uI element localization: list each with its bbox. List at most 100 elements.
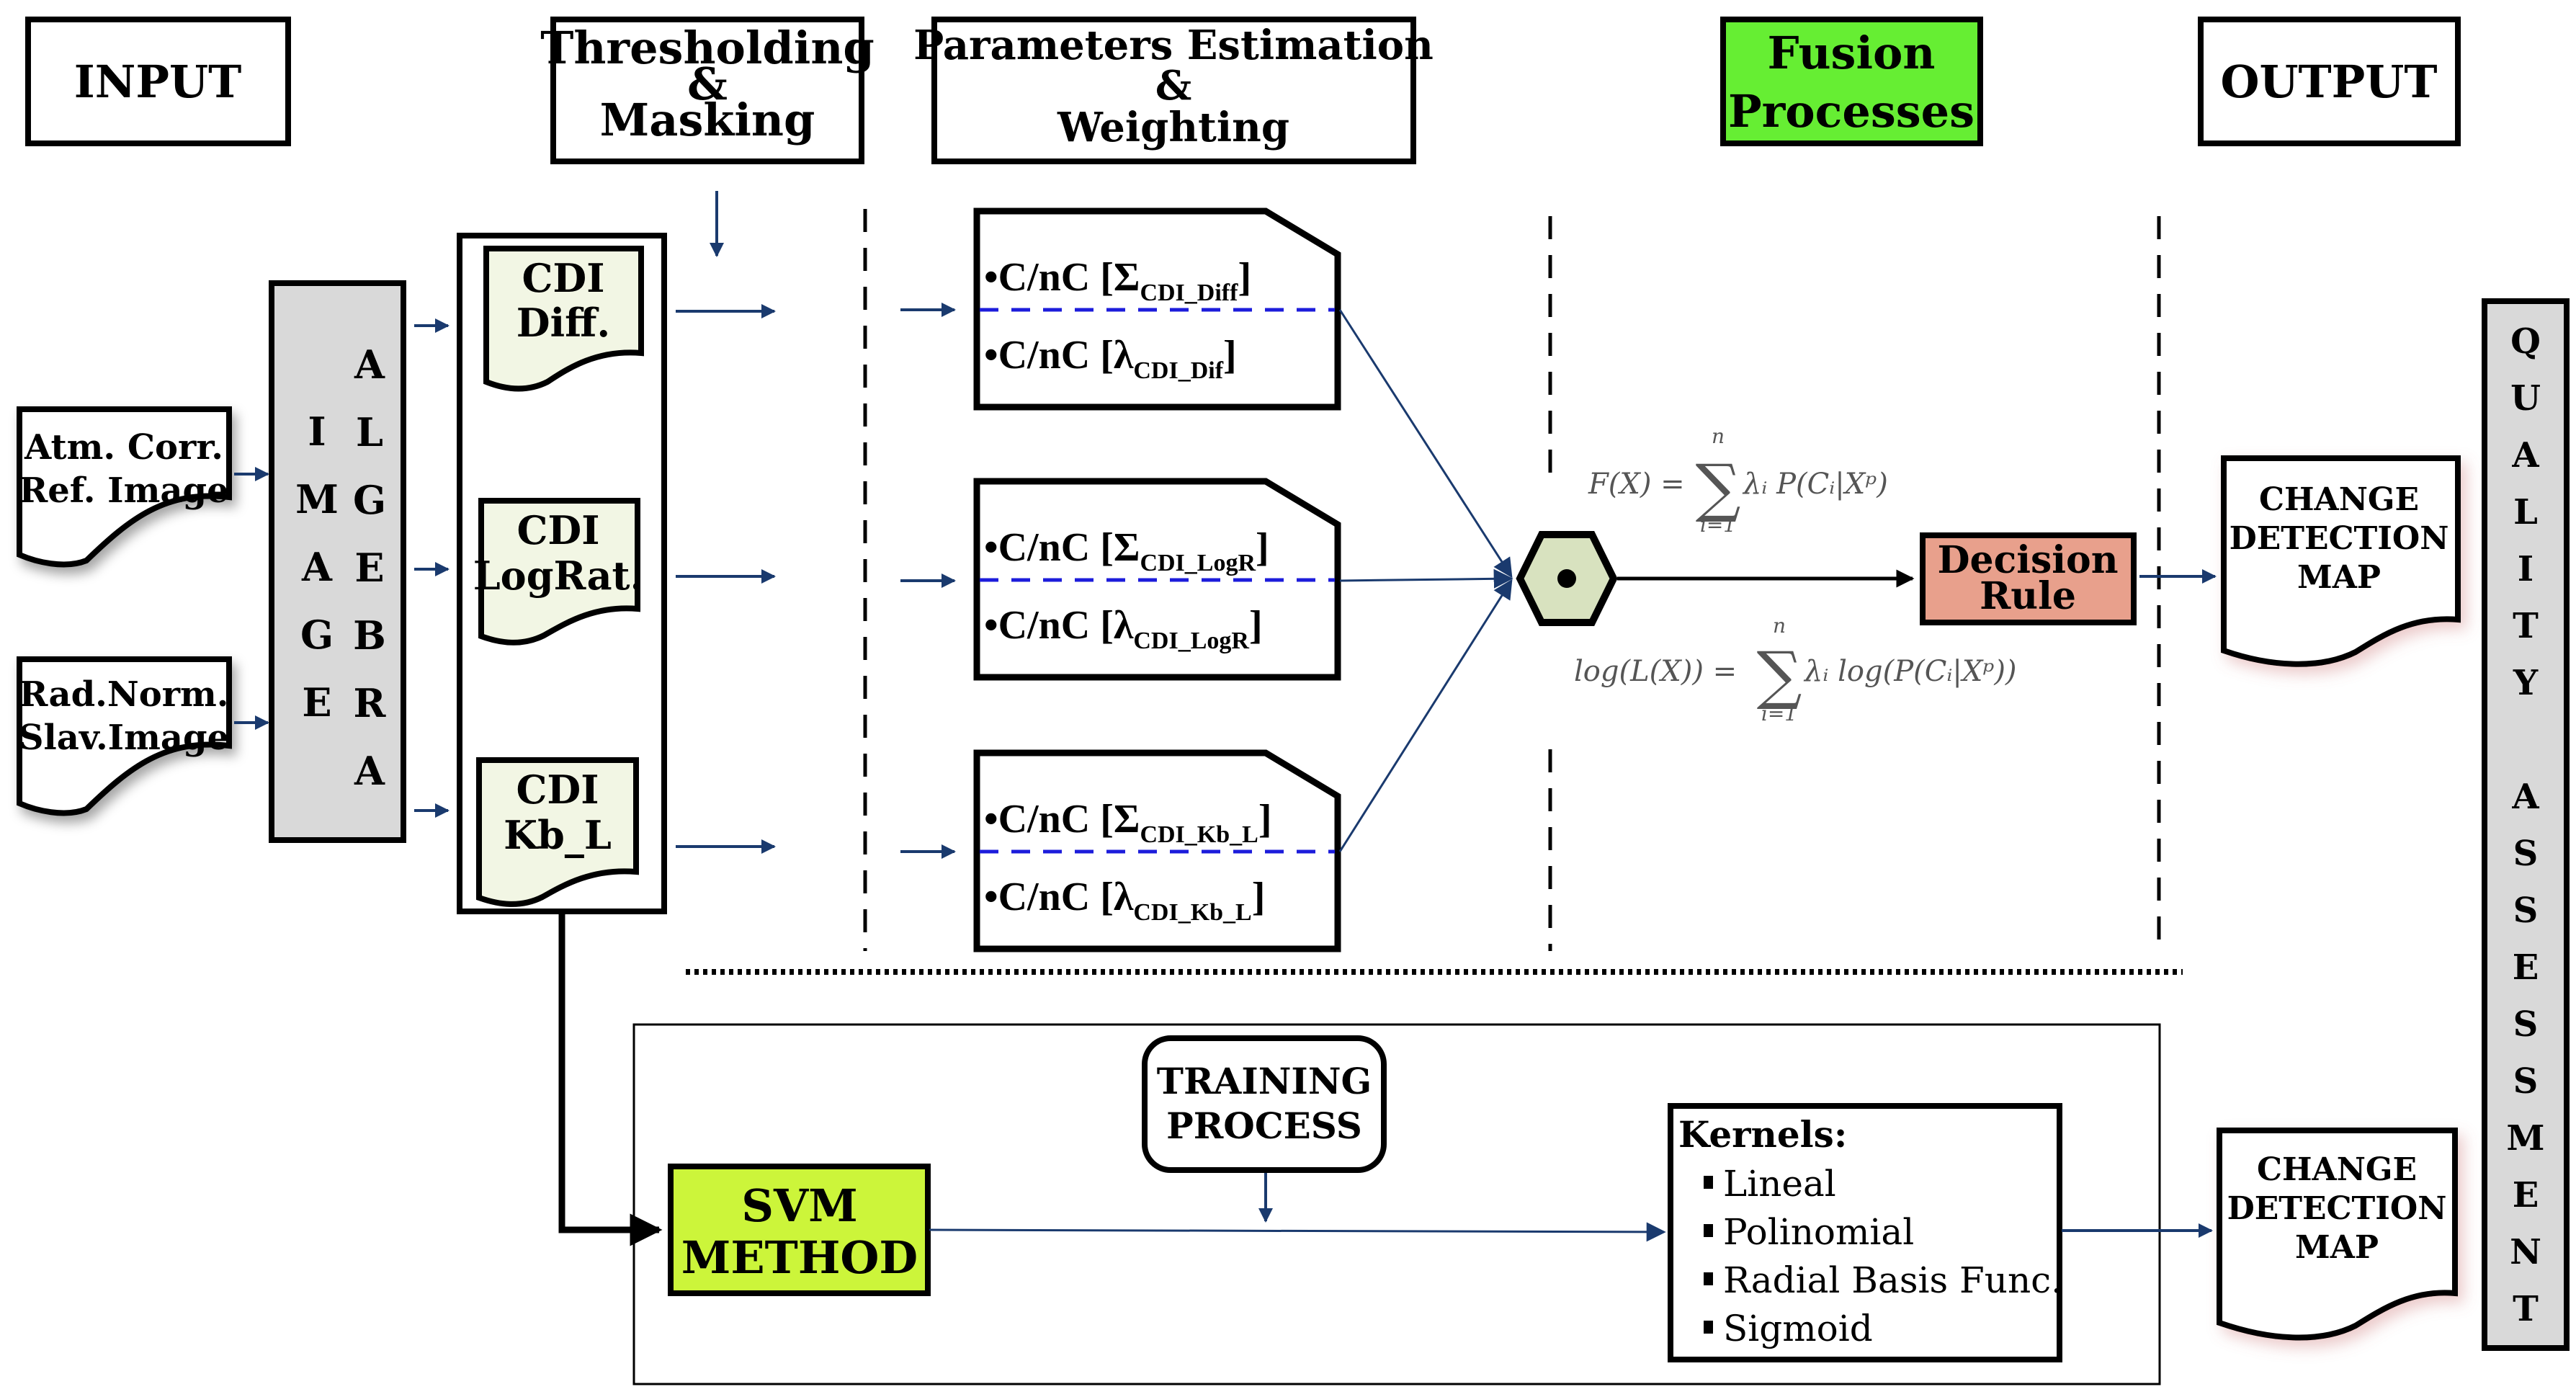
formula1-rhs: λᵢ P(Cᵢ|Xᵖ) bbox=[1742, 468, 1888, 501]
kernels-title: Kernels: bbox=[1678, 1113, 1847, 1156]
training-process-box: TRAINING PROCESS bbox=[1142, 1035, 1387, 1173]
formula2-rhs: λᵢ log(P(Cᵢ|Xᵖ)) bbox=[1803, 655, 2017, 688]
formula1-sum-lower: i=1 bbox=[1700, 513, 1736, 537]
bullet-icon bbox=[1704, 1272, 1713, 1285]
cdi-kbl-line1: CDI bbox=[516, 767, 599, 813]
algebra-letter: R bbox=[354, 680, 387, 726]
quality-assessment-letter: S bbox=[2513, 1061, 2539, 1102]
output-change-detection-map-fusion bbox=[2221, 455, 2461, 667]
fusion-dot-operator-icon bbox=[1557, 569, 1576, 588]
decision-rule-box: Decision Rule bbox=[1920, 532, 2137, 625]
header-thresholding-line2: & bbox=[687, 58, 728, 110]
formula-log-likelihood: log(L(X)) = ∑ n i=1 λᵢ log(P(Cᵢ|Xᵖ)) bbox=[1574, 614, 2017, 726]
kernel-label: Polinomial bbox=[1723, 1211, 1914, 1253]
formula2-sum-lower: i=1 bbox=[1761, 702, 1797, 726]
header-output-label: OUTPUT bbox=[2220, 55, 2437, 108]
quality-assessment-letter: S bbox=[2513, 1004, 2539, 1045]
quality-assessment-letter: L bbox=[2513, 492, 2538, 532]
cdi-doc-diff: CDI Diff. bbox=[483, 246, 644, 392]
parameter-sigma-line: •C/nC [ΣCDI_LogR] bbox=[984, 525, 1269, 576]
quality-assessment-letter: M bbox=[2506, 1118, 2544, 1159]
header-input: INPUT bbox=[25, 17, 291, 146]
kernel-label: Radial Basis Func. bbox=[1723, 1259, 2062, 1301]
quality-assessment-letter: U bbox=[2510, 378, 2541, 419]
bullet-icon bbox=[1704, 1224, 1713, 1237]
formula1-sum-upper: n bbox=[1712, 424, 1725, 448]
svm-method-line1: SVM bbox=[741, 1179, 858, 1232]
fusion-hexagon-node bbox=[1516, 531, 1618, 626]
quality-assessment-letter: A bbox=[2511, 435, 2539, 476]
algebra-letter: G bbox=[300, 612, 334, 658]
kernel-label: Sigmoid bbox=[1723, 1308, 1873, 1349]
input-doc-reference-line1: Atm. Corr. bbox=[24, 427, 223, 468]
arrow-svm-to-kernels bbox=[929, 1222, 1666, 1242]
cdi-lograt-line1: CDI bbox=[516, 507, 599, 553]
parameter-sigma-line: •C/nC [ΣCDI_Kb_L] bbox=[984, 797, 1271, 848]
output-change-detection-map-svm bbox=[2217, 1128, 2458, 1341]
kernel-item: Radial Basis Func. bbox=[1704, 1259, 2062, 1301]
quality-assessment-letter: T bbox=[2513, 1289, 2539, 1329]
line-param-lograt-to-fusion bbox=[1339, 568, 1513, 589]
parameter-box: •C/nC [ΣCDI_Kb_L] •C/nC [λCDI_Kb_L] bbox=[973, 749, 1341, 952]
header-thresholding-masking: Thresholding & Masking bbox=[540, 17, 875, 164]
line-param-kbl-to-fusion bbox=[1338, 579, 1513, 852]
quality-assessment-letter: S bbox=[2513, 834, 2539, 874]
parameter-boxes: •C/nC [ΣCDI_Diff]•C/nC [λCDI_Dif]•C/nC [… bbox=[973, 207, 1341, 952]
quality-assessment-letter: N bbox=[2510, 1232, 2541, 1272]
algebra-letter: M bbox=[295, 476, 339, 522]
header-parameters-line1: Parameters Estimation bbox=[913, 22, 1434, 69]
map-top-line3: MAP bbox=[2297, 559, 2381, 596]
header-input-label: INPUT bbox=[74, 55, 242, 108]
algebra-letter: A bbox=[301, 544, 333, 590]
header-fusion-processes: Fusion Processes bbox=[1720, 17, 1983, 146]
formula2-sum: ∑ bbox=[1757, 638, 1802, 712]
svm-method-box: SVM METHOD bbox=[668, 1164, 931, 1296]
formula2-lhs: log(L(X)) = bbox=[1574, 655, 1737, 688]
training-line1: TRAINING bbox=[1157, 1060, 1372, 1102]
algebra-letter: E bbox=[354, 545, 384, 591]
map-top-line2: DETECTION bbox=[2230, 520, 2449, 557]
parameter-sigma-line: •C/nC [ΣCDI_Diff] bbox=[984, 255, 1251, 306]
kernel-item: Polinomial bbox=[1704, 1211, 1914, 1253]
cdi-kbl-line2: Kb_L bbox=[504, 812, 612, 858]
map-bottom-line3: MAP bbox=[2295, 1229, 2379, 1266]
formula-weighted-sum: F(X) = ∑ n i=1 λᵢ P(Cᵢ|Xᵖ) bbox=[1588, 424, 1888, 537]
header-fusion-line2: Processes bbox=[1728, 85, 1975, 138]
parameter-box: •C/nC [ΣCDI_Diff] •C/nC [λCDI_Dif] bbox=[973, 207, 1341, 411]
training-line2: PROCESS bbox=[1166, 1104, 1362, 1147]
map-bottom-line1: CHANGE bbox=[2257, 1151, 2417, 1188]
algebra-letter: G bbox=[353, 477, 386, 523]
cdi-diff-line1: CDI bbox=[522, 255, 604, 301]
svm-method-line2: METHOD bbox=[681, 1231, 918, 1284]
decision-rule-line1: Decision bbox=[1937, 538, 2118, 582]
parameter-box: •C/nC [ΣCDI_LogR]•C/nC [λCDI_LogR] bbox=[973, 478, 1341, 681]
header-thresholding-line3: Masking bbox=[600, 94, 815, 146]
quality-assessment-letter: T bbox=[2513, 606, 2539, 646]
quality-assessment-letter: E bbox=[2513, 1175, 2539, 1215]
cdi-doc-lograt: CDI LogRat. bbox=[473, 498, 643, 646]
input-doc-slave-image bbox=[17, 656, 232, 816]
formula1-lhs: F(X) = bbox=[1588, 468, 1685, 501]
header-parameters-line3: Weighting bbox=[1057, 104, 1289, 151]
formula2-sum-upper: n bbox=[1773, 614, 1786, 638]
input-doc-reference-image bbox=[17, 406, 232, 568]
header-fusion-line1: Fusion bbox=[1768, 27, 1936, 79]
quality-assessment-letter: I bbox=[2518, 549, 2533, 589]
cdi-diff-line2: Diff. bbox=[516, 300, 610, 346]
algebra-letter: B bbox=[353, 612, 386, 659]
algebra-letter: A bbox=[354, 748, 385, 794]
parameter-lambda-line: •C/nC [λCDI_Kb_L] bbox=[984, 875, 1265, 926]
bullet-icon bbox=[1704, 1176, 1713, 1189]
kernel-item: Lineal bbox=[1704, 1163, 1836, 1205]
quality-assessment-letter: Q bbox=[2510, 321, 2541, 362]
quality-assessment-letter: E bbox=[2513, 947, 2539, 988]
parameter-lambda-line: •C/nC [λCDI_Dif] bbox=[984, 333, 1237, 384]
input-doc-slave-line1: Rad.Norm. bbox=[19, 674, 228, 715]
connector-cdi-to-svm bbox=[558, 911, 663, 1246]
